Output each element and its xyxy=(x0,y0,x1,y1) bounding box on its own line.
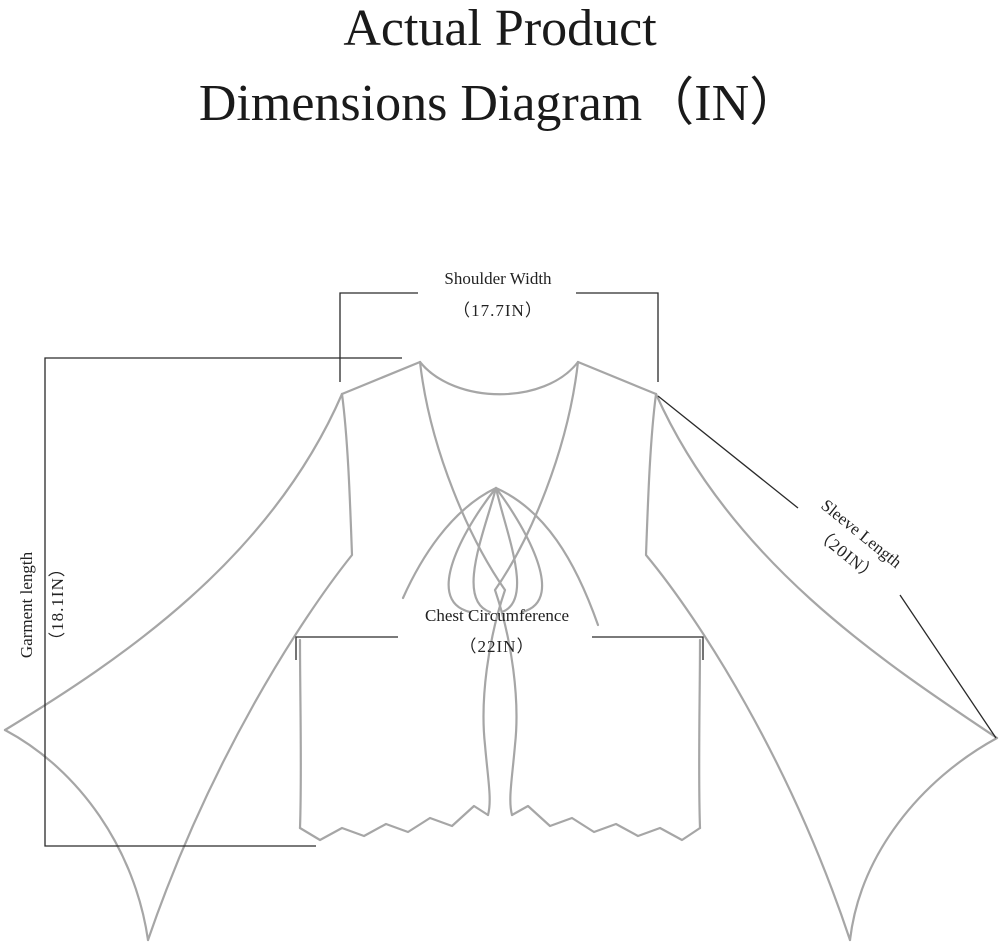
shoulder-width-label: Shoulder Width xyxy=(444,269,552,288)
right-side-seam xyxy=(698,638,702,830)
left-sleeve-inner xyxy=(146,392,354,942)
diagram-title-line-1: Actual Product xyxy=(343,0,657,57)
garment-length-label: Garment length xyxy=(17,551,36,658)
chest-circumference-dimension xyxy=(295,636,704,660)
chest-circumference-value: （22IN） xyxy=(460,637,535,656)
shoulder-width-dimension xyxy=(339,292,659,382)
left-hem xyxy=(298,804,490,842)
diagram-title-line-2: Dimensions Diagram（IN） xyxy=(198,75,802,132)
shoulder-width-value: （17.7IN） xyxy=(453,301,543,320)
left-sleeve-cuff xyxy=(3,728,150,942)
right-sleeve-inner xyxy=(644,392,852,942)
front-tie-strings xyxy=(401,486,600,627)
chest-circumference-label: Chest Circumference xyxy=(425,606,569,625)
left-front-edge xyxy=(418,360,507,817)
garment-length-value: （18.1IN） xyxy=(48,559,67,649)
right-sleeve-outer xyxy=(654,392,999,740)
right-hem xyxy=(510,804,702,842)
neckline xyxy=(418,360,580,396)
right-front-edge xyxy=(493,360,580,817)
right-sleeve-cuff xyxy=(848,736,999,942)
left-shoulder-seam xyxy=(340,360,422,396)
sleeve-length-dimension xyxy=(657,395,997,739)
right-shoulder-seam xyxy=(576,360,658,396)
left-sleeve-outer xyxy=(3,392,344,732)
left-side-seam xyxy=(298,638,302,830)
garment-length-dimension xyxy=(44,357,402,847)
garment-outline xyxy=(3,360,999,942)
